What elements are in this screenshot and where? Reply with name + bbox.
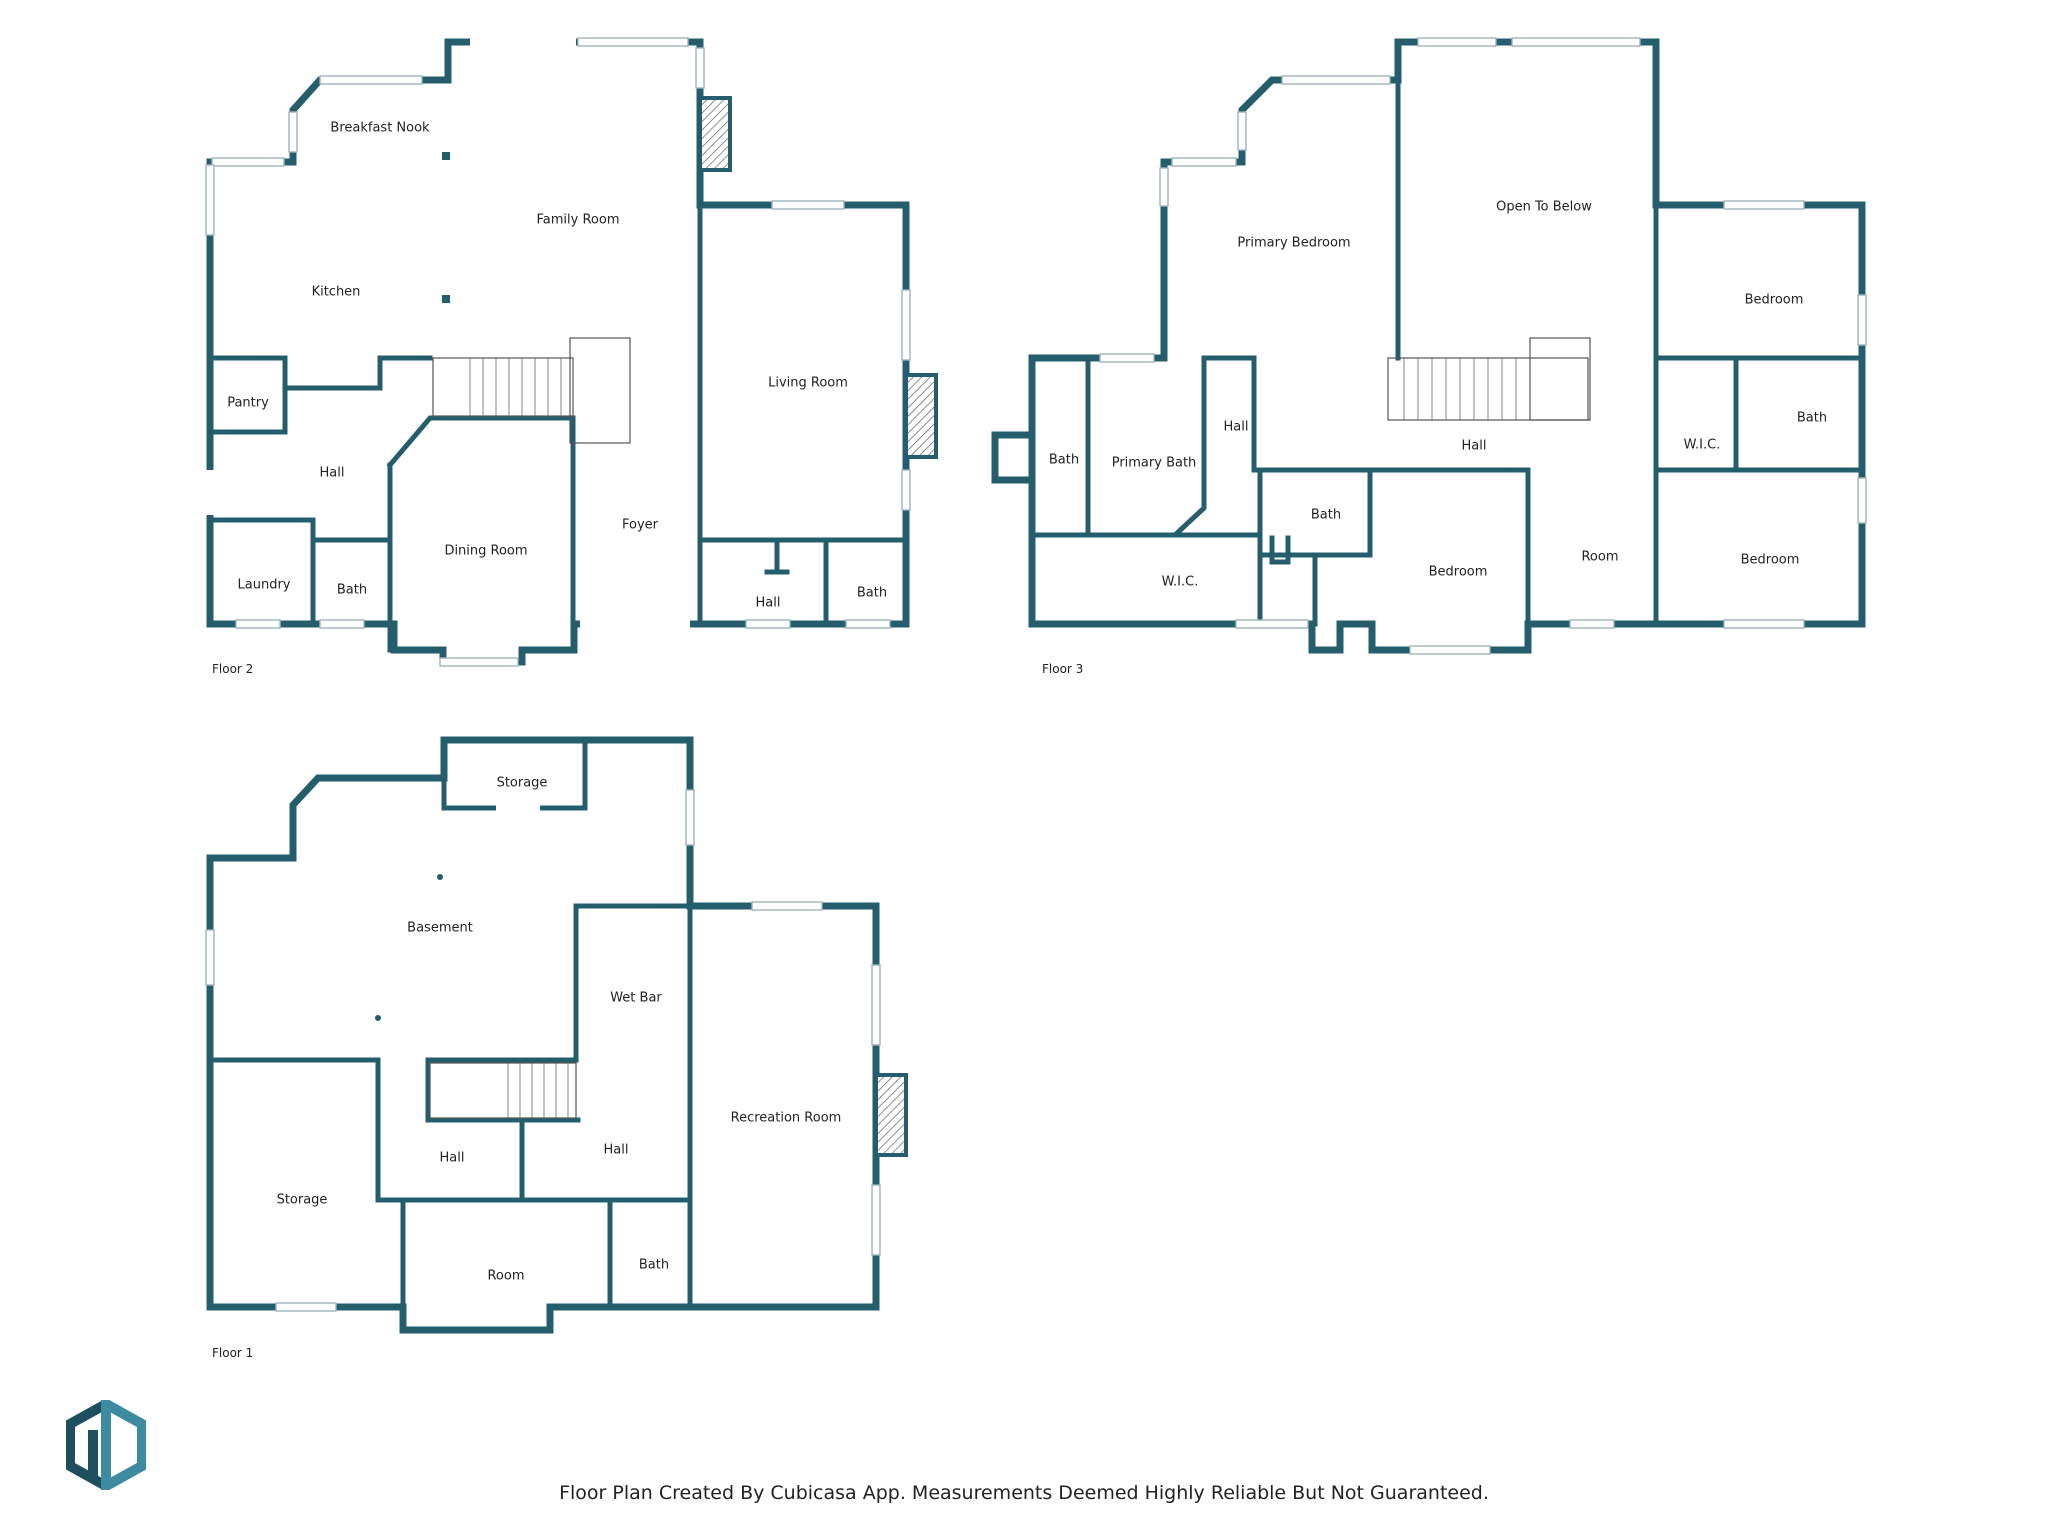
floor-label: Floor 2 — [212, 662, 253, 676]
room-label: W.I.C. — [1684, 438, 1721, 453]
floor-1-column — [437, 874, 443, 880]
room-label: Recreation Room — [731, 1111, 842, 1126]
logo-hexagon-accent — [101, 1400, 146, 1490]
floor-2-windows — [204, 36, 911, 667]
room-label: Hall — [604, 1143, 629, 1158]
room-label: Bath — [1049, 453, 1079, 468]
room-label: Storage — [497, 776, 548, 791]
room-label: Dining Room — [444, 544, 527, 559]
room-label: Bath — [857, 586, 887, 601]
room-label: Bath — [337, 583, 367, 598]
room-label: Room — [1581, 550, 1618, 565]
floor-1-interior-walls — [207, 737, 693, 1310]
floor-1-windows — [205, 789, 881, 1312]
floor-3-staircase — [1387, 337, 1591, 421]
room-label: Primary Bedroom — [1237, 236, 1350, 251]
room-label: Foyer — [622, 518, 659, 533]
room-label: Breakfast Nook — [330, 121, 430, 136]
floor-1-outer-wall — [206, 736, 880, 1334]
floor-3-interior-walls — [1029, 39, 1865, 627]
floor-2-interior-walls — [207, 202, 909, 653]
floor-2-column — [442, 152, 450, 160]
room-label: Living Room — [768, 376, 848, 391]
floor-3-windows — [1099, 37, 1867, 655]
floor-2-plan — [204, 36, 938, 667]
room-label: Laundry — [238, 578, 291, 593]
room-label: Open To Below — [1496, 200, 1592, 215]
room-label: Hall — [440, 1151, 465, 1166]
room-label: Hall — [1224, 420, 1249, 435]
floor-2-living-fireplace — [904, 373, 938, 459]
floor-2-column — [442, 295, 450, 303]
room-label: Basement — [407, 921, 473, 936]
floor-2-staircase — [432, 337, 631, 444]
room-label: Pantry — [227, 396, 269, 411]
room-label: Wet Bar — [610, 991, 662, 1006]
room-label: Bath — [1797, 411, 1827, 426]
floor-1-plan — [205, 736, 908, 1334]
room-label: Storage — [277, 1193, 328, 1208]
room-label: Hall — [320, 466, 345, 481]
room-label: Hall — [756, 596, 781, 611]
logo-bar — [88, 1430, 98, 1476]
floor-1-recreation-fireplace — [874, 1073, 908, 1157]
room-label: Bath — [639, 1258, 669, 1273]
floor-3-plan — [991, 37, 1867, 655]
room-label: Bedroom — [1741, 553, 1800, 568]
room-label: Bedroom — [1429, 565, 1488, 580]
room-label: Family Room — [537, 213, 620, 228]
room-label: Primary Bath — [1112, 456, 1197, 471]
room-label: Room — [487, 1269, 524, 1284]
room-label: Hall — [1462, 439, 1487, 454]
floor-1-staircase — [429, 1062, 577, 1119]
disclaimer-footer: Floor Plan Created By Cubicasa App. Meas… — [559, 1482, 1489, 1504]
room-label: Bedroom — [1745, 293, 1804, 308]
floor-label: Floor 3 — [1042, 662, 1083, 676]
room-label: W.I.C. — [1162, 575, 1199, 590]
room-label: Bath — [1311, 508, 1341, 523]
floor-2-family-fireplace — [698, 96, 732, 172]
floor-1-column — [375, 1015, 381, 1021]
floor-3-left-bay — [991, 431, 1036, 484]
floor-label: Floor 1 — [212, 1346, 253, 1360]
room-label: Kitchen — [312, 285, 361, 300]
floor-3-outer-wall — [1028, 38, 1866, 654]
cubicasa-logo-icon — [66, 1400, 146, 1490]
